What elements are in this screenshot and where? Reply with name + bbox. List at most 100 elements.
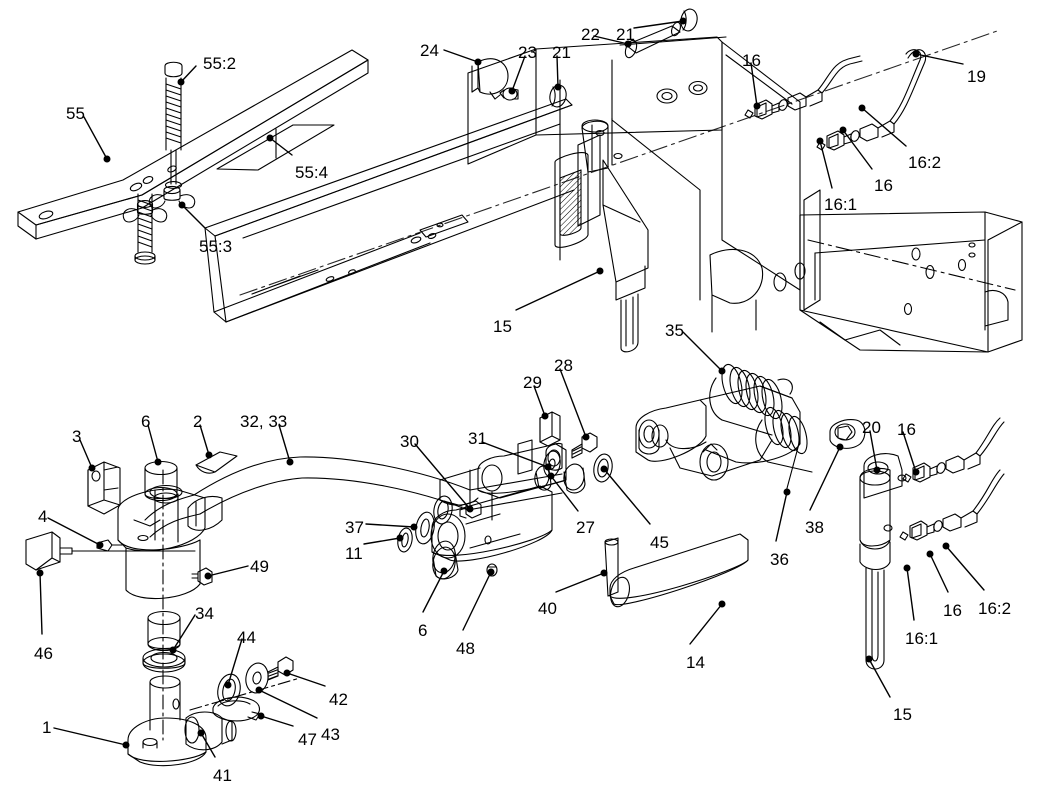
right-frame-box (799, 211, 1023, 353)
callout-label-35: 35 (665, 321, 684, 340)
callout-label-15: 15 (893, 705, 912, 724)
callout-label-49: 49 (250, 557, 269, 576)
leader-line-2 (199, 424, 210, 456)
leader-dot-44 (224, 681, 232, 689)
leader-dot-16-1 (816, 137, 824, 145)
part-15-cylinder-right (859, 453, 907, 670)
leader-dot-1 (122, 741, 130, 749)
leader-dot-35 (718, 367, 726, 375)
leader-line-55-4 (269, 137, 293, 156)
part-29-bracket (539, 411, 561, 447)
part-45-washer (593, 453, 613, 483)
part-2-plate-tab (195, 451, 238, 474)
lower-control-arms (635, 385, 801, 481)
part-23-clamp (499, 87, 519, 101)
leader-line-36 (775, 491, 788, 542)
part-15-cylinder-top (554, 117, 649, 353)
part-22-pin (624, 21, 682, 59)
part-36-spring (755, 406, 813, 493)
callout-label-29: 29 (523, 373, 542, 392)
callout-label-24: 24 (420, 41, 439, 60)
leader-dot-19 (912, 50, 920, 58)
callout-label-6: 6 (141, 412, 151, 431)
leader-dot-3 (88, 464, 96, 472)
leader-dot-6 (154, 458, 162, 466)
leader-line-19 (915, 53, 964, 65)
callout-label-1: 1 (42, 718, 52, 737)
callout-label-45: 45 (650, 533, 669, 552)
callout-label-16-1: 16:1 (905, 629, 939, 648)
part-47-clip (212, 696, 261, 722)
part-28-bolt (571, 432, 598, 459)
frame-plates (709, 189, 821, 333)
leader-dot-15 (596, 267, 604, 275)
callout-label-6: 6 (418, 621, 428, 640)
leader-dot-24 (474, 58, 482, 66)
leader-dot-55-4 (266, 134, 274, 142)
hydraulic-fittings-right-b (899, 469, 1005, 541)
leader-dot-14 (718, 600, 726, 608)
part-24-knob (471, 58, 509, 100)
leader-dot-43 (255, 686, 263, 694)
leader-line-4 (47, 517, 101, 546)
leader-line-40 (555, 572, 605, 593)
leader-line-55-2 (180, 65, 197, 83)
leader-dot-40 (600, 569, 608, 577)
leader-line-29 (533, 385, 546, 417)
hydraulic-fittings-upper-b (816, 49, 926, 151)
leader-dot-48 (487, 568, 495, 576)
part-14-tube (609, 533, 749, 608)
part-55-flat-bar (17, 49, 369, 240)
callout-label-30: 30 (400, 432, 419, 451)
part-6-bushing-center-lower (432, 540, 459, 580)
callout-label-55-4: 55:4 (295, 163, 329, 182)
callout-label-16-2: 16:2 (908, 153, 942, 172)
callout-label-43: 43 (321, 725, 340, 744)
leader-line-55 (83, 116, 108, 160)
callout-label-46: 46 (34, 644, 53, 663)
leader-line-15 (868, 658, 891, 698)
callout-label-11: 11 (345, 544, 363, 563)
callout-label-31: 31 (468, 429, 487, 448)
leader-line-11 (363, 537, 401, 545)
leader-line-37 (365, 523, 415, 528)
leader-line-16-2 (945, 545, 985, 591)
callout-label-3: 3 (72, 427, 82, 446)
leader-dot-30 (466, 505, 474, 513)
leader-line-31 (481, 441, 549, 468)
leader-line-16-1 (819, 140, 833, 189)
callout-label-34: 34 (195, 604, 214, 623)
leader-dot-55-3 (178, 201, 186, 209)
callout-label-44: 44 (237, 628, 256, 647)
callout-label-55: 55 (66, 104, 85, 123)
leader-line-30 (414, 443, 471, 510)
leader-dot-47 (257, 712, 265, 720)
leader-line-55-3 (181, 204, 206, 229)
part-35-spring (709, 363, 793, 436)
callout-label-21: 21 (552, 43, 571, 62)
leader-dot-20 (873, 466, 881, 474)
callout-label-27: 27 (576, 518, 595, 537)
leader-dot-42 (283, 669, 291, 677)
part-48-plug (486, 563, 498, 577)
part-40-pin (604, 537, 619, 597)
part-38-nut (829, 419, 866, 449)
callout-label-16: 16 (943, 601, 962, 620)
leader-line-16 (929, 553, 949, 593)
leader-line-16 (842, 129, 873, 170)
leader-dot-31 (544, 463, 552, 471)
callout-label-55-2: 55:2 (203, 54, 237, 73)
callout-label-28: 28 (554, 356, 573, 375)
leader-line-1 (53, 727, 127, 746)
leader-line-46 (39, 572, 43, 635)
leader-dot-32--33 (286, 458, 294, 466)
leader-dot-21 (679, 17, 687, 25)
leader-line-6 (422, 570, 445, 613)
callout-label-21: 21 (616, 25, 635, 44)
leader-line-20 (869, 430, 878, 471)
leader-line-23 (511, 55, 526, 92)
callout-label-38: 38 (805, 518, 824, 537)
leader-dot-2 (205, 451, 213, 459)
leader-line-32--33 (278, 424, 291, 463)
leader-line-47 (260, 715, 294, 727)
